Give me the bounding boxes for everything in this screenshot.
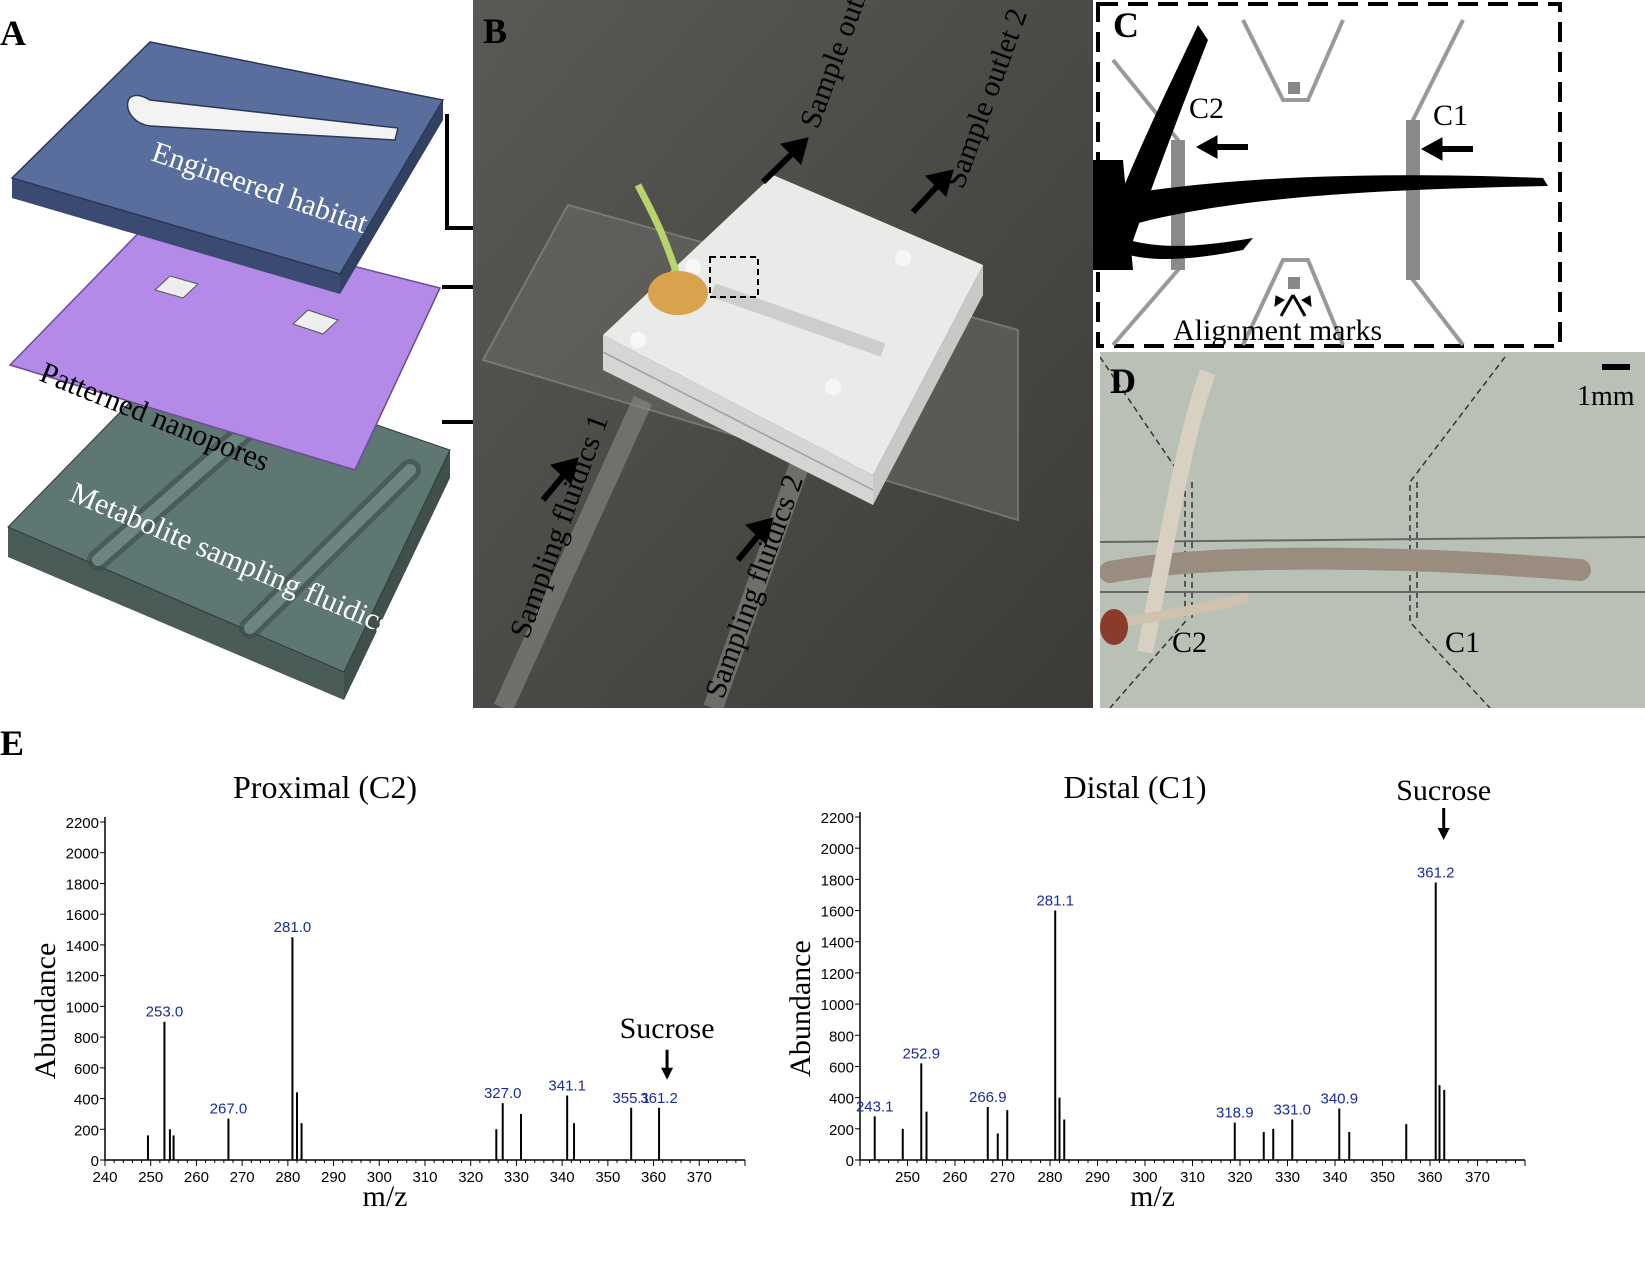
y-tick-label: 1000 bbox=[821, 997, 854, 1014]
y-tick-label: 200 bbox=[829, 1122, 854, 1139]
panel-letter-e: E bbox=[0, 723, 25, 763]
y-tick-label: 0 bbox=[846, 1153, 854, 1170]
panel-c-image: C2 C1 Alignment marks bbox=[1093, 0, 1645, 350]
chart-title: Distal (C1) bbox=[1063, 769, 1206, 805]
x-tick-label: 310 bbox=[1180, 1169, 1205, 1186]
y-tick-label: 1200 bbox=[66, 969, 99, 986]
sucrose-annotation: Sucrose bbox=[620, 1012, 715, 1045]
x-tick-label: 270 bbox=[990, 1169, 1015, 1186]
label-d-scale: 1mm bbox=[1577, 381, 1635, 412]
panel-letter-d: D bbox=[1110, 361, 1136, 401]
x-tick-label: 300 bbox=[1132, 1169, 1157, 1186]
habitat-layer bbox=[10, 41, 445, 294]
panel-a-exploded-diagram: Engineered habitat Patterned nanopores M… bbox=[7, 41, 480, 700]
y-tick-label: 400 bbox=[829, 1091, 854, 1108]
y-tick-label: 1000 bbox=[66, 999, 99, 1016]
y-tick-label: 2000 bbox=[66, 846, 99, 863]
x-tick-label: 240 bbox=[92, 1169, 117, 1186]
peak-label: 252.9 bbox=[903, 1045, 941, 1062]
y-tick-label: 1600 bbox=[66, 907, 99, 924]
peak-label: 281.1 bbox=[1036, 893, 1074, 910]
x-tick-label: 350 bbox=[595, 1169, 620, 1186]
panel-b-photo: Sample outlet 1 Sample outlet 2 Sampling… bbox=[473, 0, 1093, 708]
y-axis-label: Abundance bbox=[784, 940, 817, 1077]
label-c-c1: C1 bbox=[1433, 99, 1468, 132]
x-tick-label: 290 bbox=[1085, 1169, 1110, 1186]
x-tick-label: 330 bbox=[1275, 1169, 1300, 1186]
x-tick-label: 250 bbox=[895, 1169, 920, 1186]
x-tick-label: 320 bbox=[458, 1169, 483, 1186]
y-tick-label: 800 bbox=[74, 1030, 99, 1047]
chart-title: Proximal (C2) bbox=[233, 769, 417, 805]
connector-line bbox=[445, 114, 480, 230]
y-tick-label: 0 bbox=[91, 1153, 99, 1170]
y-tick-label: 600 bbox=[829, 1059, 854, 1076]
x-tick-label: 260 bbox=[942, 1169, 967, 1186]
x-tick-label: 320 bbox=[1227, 1169, 1252, 1186]
x-tick-label: 370 bbox=[1465, 1169, 1490, 1186]
panel-d-photo: 1mm C2 C1 bbox=[1100, 352, 1645, 708]
peak-label: 355.1 bbox=[612, 1090, 650, 1107]
peak-label: 266.9 bbox=[969, 1089, 1007, 1106]
y-tick-label: 1200 bbox=[821, 966, 854, 983]
x-tick-label: 280 bbox=[1037, 1169, 1062, 1186]
peak-label: 281.0 bbox=[274, 919, 312, 936]
x-tick-label: 330 bbox=[504, 1169, 529, 1186]
x-tick-label: 300 bbox=[367, 1169, 392, 1186]
peak-label: 361.2 bbox=[640, 1090, 678, 1107]
y-axis-label: Abundance bbox=[29, 943, 62, 1080]
x-tick-label: 260 bbox=[184, 1169, 209, 1186]
peak-label: 327.0 bbox=[484, 1085, 522, 1102]
x-tick-label: 340 bbox=[1322, 1169, 1347, 1186]
x-tick-label: 250 bbox=[138, 1169, 163, 1186]
device-illustration: Sample outlet 1 Sample outlet 2 Sampling… bbox=[473, 0, 1093, 708]
y-tick-label: 1800 bbox=[821, 872, 854, 889]
x-tick-label: 370 bbox=[687, 1169, 712, 1186]
y-tick-label: 600 bbox=[74, 1061, 99, 1078]
sucrose-arrow-head bbox=[661, 1067, 674, 1080]
fluidics-layer bbox=[7, 355, 451, 700]
y-tick-label: 1400 bbox=[821, 935, 854, 952]
x-tick-label: 350 bbox=[1370, 1169, 1395, 1186]
peak-label: 361.2 bbox=[1417, 864, 1455, 881]
peak-label: 340.9 bbox=[1321, 1091, 1359, 1108]
panel-letter-a: A bbox=[0, 13, 26, 53]
x-tick-label: 340 bbox=[550, 1169, 575, 1186]
sucrose-arrow-head bbox=[1437, 828, 1450, 840]
y-tick-label: 1600 bbox=[821, 904, 854, 921]
y-tick-label: 2200 bbox=[821, 810, 854, 827]
y-tick-label: 1400 bbox=[66, 938, 99, 955]
x-tick-label: 290 bbox=[321, 1169, 346, 1186]
spectrum-chart-proximal: Proximal (C2) 0 200 400 600 800 1000 1200 1400 16… bbox=[29, 769, 746, 1213]
peak-label: 331.0 bbox=[1273, 1101, 1311, 1118]
label-alignment-marks: Alignment marks bbox=[1173, 314, 1382, 347]
y-tick-label: 400 bbox=[74, 1092, 99, 1109]
label-d-c1: C1 bbox=[1445, 626, 1480, 659]
label-c-c2: C2 bbox=[1189, 92, 1224, 125]
sucrose-annotation: Sucrose bbox=[1396, 774, 1491, 807]
panel-letter-b: B bbox=[483, 11, 508, 51]
label-d-c2: C2 bbox=[1172, 626, 1207, 659]
x-axis-label: m/z bbox=[363, 1180, 408, 1213]
x-tick-label: 280 bbox=[275, 1169, 300, 1186]
peak-label: 253.0 bbox=[146, 1004, 184, 1021]
y-tick-label: 200 bbox=[74, 1122, 99, 1139]
x-tick-label: 270 bbox=[230, 1169, 255, 1186]
x-tick-label: 360 bbox=[641, 1169, 666, 1186]
y-tick-label: 2200 bbox=[66, 815, 99, 832]
x-tick-label: 310 bbox=[412, 1169, 437, 1186]
peak-label: 341.1 bbox=[548, 1077, 586, 1094]
spectrum-chart-distal: Distal (C1) 0 200 400 600 800 1000 1200 1400 1600… bbox=[784, 769, 1526, 1213]
y-tick-label: 800 bbox=[829, 1028, 854, 1045]
peak-label: 243.1 bbox=[856, 1098, 894, 1115]
panel-letter-c: C bbox=[1113, 5, 1139, 45]
x-tick-label: 360 bbox=[1417, 1169, 1442, 1186]
peak-label: 267.0 bbox=[210, 1101, 248, 1118]
peak-label: 318.9 bbox=[1216, 1105, 1254, 1122]
y-tick-label: 2000 bbox=[821, 841, 854, 858]
x-axis-label: m/z bbox=[1130, 1180, 1175, 1213]
y-tick-label: 1800 bbox=[66, 876, 99, 893]
